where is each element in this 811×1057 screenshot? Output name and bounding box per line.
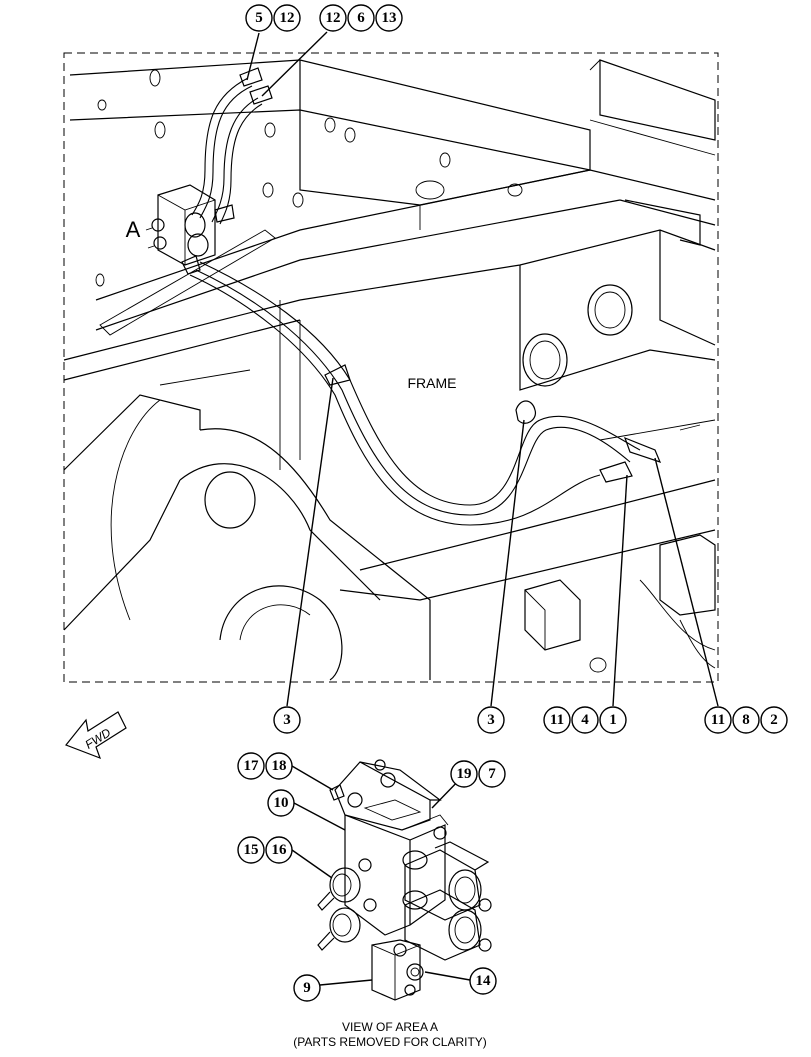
callout-15: 15	[237, 836, 265, 864]
detail-caption-title: VIEW OF AREA A	[342, 1020, 438, 1034]
svg-text:2: 2	[770, 712, 778, 728]
area-a-label: A	[126, 217, 141, 242]
svg-text:1: 1	[609, 712, 617, 728]
svg-text:18: 18	[272, 758, 287, 774]
svg-text:7: 7	[488, 766, 496, 782]
svg-text:4: 4	[581, 712, 589, 728]
callout-18: 18	[265, 752, 293, 780]
callout-12: 12	[319, 4, 347, 32]
valve-assembly-area-a	[145, 184, 235, 275]
callout-11: 11	[704, 706, 732, 734]
svg-text:8: 8	[742, 712, 750, 728]
svg-text:9: 9	[303, 980, 311, 996]
leader-lines	[246, 31, 719, 707]
svg-text:13: 13	[382, 10, 397, 26]
callout-4: 4	[571, 706, 599, 734]
callout-12: 12	[273, 4, 301, 32]
callout-17: 17	[237, 752, 265, 780]
callout-9: 9	[293, 974, 321, 1002]
main-view: FRAME A	[63, 31, 719, 707]
svg-text:5: 5	[255, 10, 263, 26]
frame-structure	[63, 59, 716, 681]
callout-3: 3	[477, 706, 505, 734]
callout-2: 2	[760, 706, 788, 734]
callout-11: 11	[543, 706, 571, 734]
callout-14: 14	[469, 967, 497, 995]
callout-19: 19	[450, 760, 478, 788]
forward-arrow: FWD	[65, 711, 127, 760]
callout-16: 16	[265, 836, 293, 864]
svg-text:14: 14	[476, 973, 492, 989]
svg-text:3: 3	[487, 712, 495, 728]
frame-label: FRAME	[408, 375, 457, 391]
detail-caption-subtitle: (PARTS REMOVED FOR CLARITY)	[293, 1035, 487, 1049]
svg-text:6: 6	[357, 10, 365, 26]
svg-text:11: 11	[550, 712, 564, 728]
callout-6: 6	[347, 4, 375, 32]
callout-13: 13	[375, 4, 403, 32]
callout-10: 10	[267, 789, 295, 817]
callout-7: 7	[478, 760, 506, 788]
callout-1: 1	[599, 706, 627, 734]
svg-text:19: 19	[457, 766, 472, 782]
svg-text:12: 12	[326, 10, 341, 26]
callout-8: 8	[732, 706, 760, 734]
svg-text:11: 11	[711, 712, 725, 728]
svg-text:10: 10	[274, 795, 289, 811]
callout-3: 3	[273, 706, 301, 734]
main-view-border	[63, 52, 719, 683]
svg-text:17: 17	[244, 758, 260, 774]
top-hose-fittings	[239, 67, 273, 105]
hydraulic-hoses	[189, 77, 662, 526]
svg-text:12: 12	[280, 10, 295, 26]
callout-5: 5	[245, 4, 273, 32]
detail-view-area-a	[291, 759, 492, 1001]
svg-text:15: 15	[244, 842, 259, 858]
svg-text:3: 3	[283, 712, 291, 728]
svg-text:16: 16	[272, 842, 288, 858]
